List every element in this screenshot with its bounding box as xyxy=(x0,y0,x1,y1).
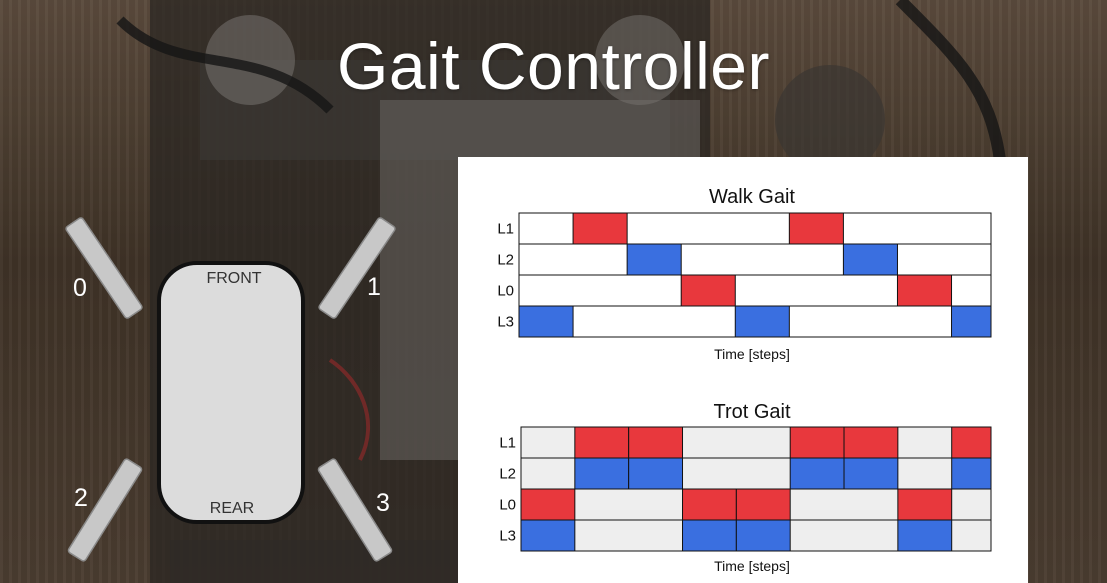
gait-row-track xyxy=(518,243,992,276)
x-axis-label: Time [steps] xyxy=(714,558,790,574)
gait-step-block xyxy=(951,457,992,490)
leg-2-bar xyxy=(67,458,143,562)
leg-0-bar xyxy=(65,217,143,319)
gait-row-label: L1 xyxy=(499,435,516,452)
front-label: FRONT xyxy=(206,270,261,287)
gait-step-block xyxy=(842,243,898,276)
gait-step-block xyxy=(628,457,684,490)
gait-step-block xyxy=(897,488,953,521)
gait-step-block xyxy=(680,274,736,307)
gait-step-block xyxy=(682,519,737,552)
gait-step-block xyxy=(843,457,899,490)
leg-label-0: 0 xyxy=(73,274,87,302)
gait-step-block xyxy=(951,305,992,338)
gait-step-block xyxy=(789,457,845,490)
gait-step-block xyxy=(518,305,574,338)
gait-step-block xyxy=(682,488,737,521)
gait-row-label: L3 xyxy=(499,528,516,545)
gait-step-block xyxy=(628,426,684,459)
gait-step-block xyxy=(734,305,790,338)
leg-label-3: 3 xyxy=(376,489,390,517)
gait-step-block xyxy=(788,212,844,245)
gait-step-block xyxy=(520,488,576,521)
gait-step-block xyxy=(626,243,682,276)
x-axis-label: Time [steps] xyxy=(714,346,790,362)
gait-step-block xyxy=(735,519,791,552)
gait-step-block xyxy=(843,426,899,459)
leg-label-1: 1 xyxy=(367,273,381,301)
gait-step-block xyxy=(951,426,992,459)
gait-row-label: L1 xyxy=(497,221,514,238)
gait-step-block xyxy=(789,426,845,459)
slide-title: Gait Controller xyxy=(337,29,770,103)
gait-row-label: L0 xyxy=(497,283,514,300)
robot-body xyxy=(157,261,305,524)
gait-row-label: L3 xyxy=(497,314,514,331)
chart-title: Trot Gait xyxy=(713,401,790,423)
gait-step-block xyxy=(735,488,791,521)
rear-label: REAR xyxy=(210,500,254,517)
leg-3-bar xyxy=(317,458,393,562)
leg-label-2: 2 xyxy=(74,484,88,512)
gait-row-label: L0 xyxy=(499,497,516,514)
leg-1-bar xyxy=(318,217,396,319)
gait-step-block xyxy=(520,519,576,552)
gait-step-block xyxy=(896,274,953,307)
chart-title: Walk Gait xyxy=(709,186,795,208)
gait-step-block xyxy=(574,457,630,490)
gait-step-block xyxy=(897,519,953,552)
gait-step-block xyxy=(574,426,630,459)
robot-body-diagram: FRONT REAR 0 1 2 3 xyxy=(65,217,396,562)
gait-step-block xyxy=(572,212,628,245)
gait-row-label: L2 xyxy=(497,252,514,269)
gait-row-label: L2 xyxy=(499,466,516,483)
